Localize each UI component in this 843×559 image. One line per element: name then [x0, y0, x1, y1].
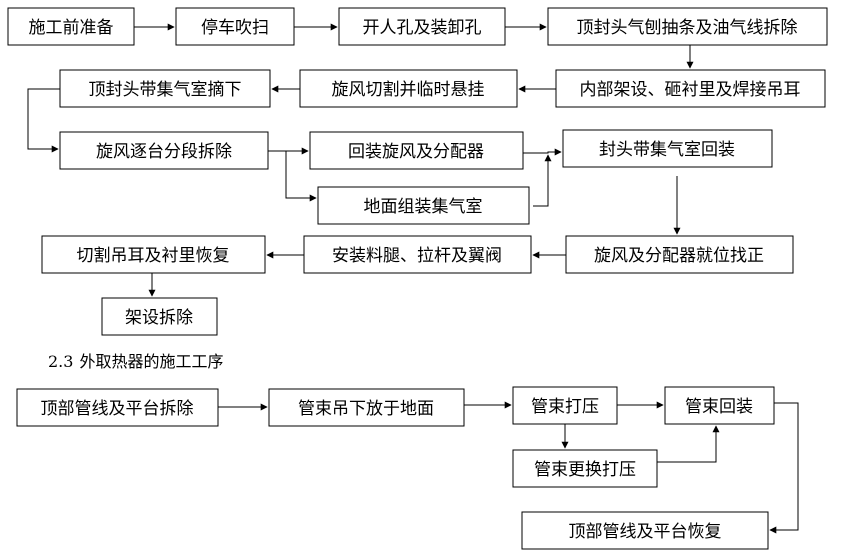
arrow-dismantle-to-ground — [285, 151, 317, 202]
node-cyclone-reinstall: 回装旋风及分配器 — [309, 131, 524, 170]
node-label: 停车吹扫 — [201, 18, 269, 38]
node-label: 顶部管线及平台拆除 — [41, 399, 194, 419]
node-label: 旋风切割并临时悬挂 — [332, 80, 485, 100]
node-parking-purge: 停车吹扫 — [175, 7, 295, 46]
arrow-reinstall-to-chamber — [523, 148, 562, 156]
section-number: 2.3 — [48, 352, 74, 371]
node-label: 顶封头带集气室摘下 — [89, 80, 242, 100]
node-open-manhole: 开人孔及装卸孔 — [338, 7, 506, 46]
node-label: 架设拆除 — [125, 308, 193, 328]
node-cyclone-alignment: 旋风及分配器就位找正 — [565, 235, 794, 274]
flow1-connectors — [27, 23, 694, 297]
node-bundle-reinstall: 管束回装 — [664, 386, 775, 425]
node-label: 施工前准备 — [29, 18, 114, 38]
node-label: 管束更换打压 — [534, 460, 636, 480]
node-bundle-test: 管束打压 — [512, 386, 618, 425]
node-label: 安装料腿、拉杆及翼阀 — [332, 246, 502, 266]
node-label: 顶部管线及平台恢复 — [569, 522, 722, 542]
node-label: 内部架设、砸衬里及焊接吊耳 — [580, 80, 801, 100]
node-label: 顶封头气刨抽条及油气线拆除 — [577, 18, 798, 38]
node-label: 旋风及分配器就位找正 — [594, 246, 764, 266]
node-cut-lugs: 切割吊耳及衬里恢复 — [41, 235, 266, 274]
section-title: 2.3 外取热器的施工工序 — [48, 348, 223, 372]
arrow-replace-to-reinstall — [657, 425, 720, 463]
arrow-remove-to-dismantle — [27, 88, 60, 153]
node-cyclone-dismantle: 旋风逐台分段拆除 — [59, 131, 269, 170]
arrow-ground-to-chamber — [533, 154, 552, 207]
node-top-pipe-restore: 顶部管线及平台恢复 — [521, 511, 769, 550]
node-label: 管束打压 — [531, 397, 599, 417]
node-label: 回装旋风及分配器 — [348, 142, 484, 162]
node-scaffold-remove: 架设拆除 — [101, 297, 218, 336]
flow2-connectors — [218, 401, 799, 534]
node-cyclone-cut: 旋风切割并临时悬挂 — [299, 69, 518, 108]
node-top-pipe-dismantle: 顶部管线及平台拆除 — [16, 388, 219, 427]
node-label: 地面组装集气室 — [364, 197, 483, 217]
node-head-chamber-reinstall: 封头带集气室回装 — [562, 129, 773, 168]
node-label: 封头带集气室回装 — [599, 140, 735, 160]
section-title-text: 外取热器的施工工序 — [79, 352, 224, 371]
node-top-head-remove: 顶封头带集气室摘下 — [59, 69, 271, 108]
node-label: 切割吊耳及衬里恢复 — [77, 246, 230, 266]
node-label: 管束吊下放于地面 — [298, 399, 434, 419]
node-install-legs: 安装料腿、拉杆及翼阀 — [303, 235, 532, 274]
node-ground-assembly: 地面组装集气室 — [317, 186, 530, 225]
node-bundle-lower: 管束吊下放于地面 — [268, 388, 465, 427]
node-internal-scaffold: 内部架设、砸衬里及焊接吊耳 — [555, 69, 826, 108]
node-label: 开人孔及装卸孔 — [363, 18, 482, 38]
node-top-head-dismantle: 顶封头气刨抽条及油气线拆除 — [547, 7, 828, 46]
node-preparation: 施工前准备 — [7, 7, 135, 46]
node-bundle-replace: 管束更换打压 — [512, 449, 658, 488]
node-label: 管束回装 — [685, 397, 753, 417]
arrow-reinstall-to-restore — [769, 402, 799, 534]
node-label: 旋风逐台分段拆除 — [96, 142, 232, 162]
